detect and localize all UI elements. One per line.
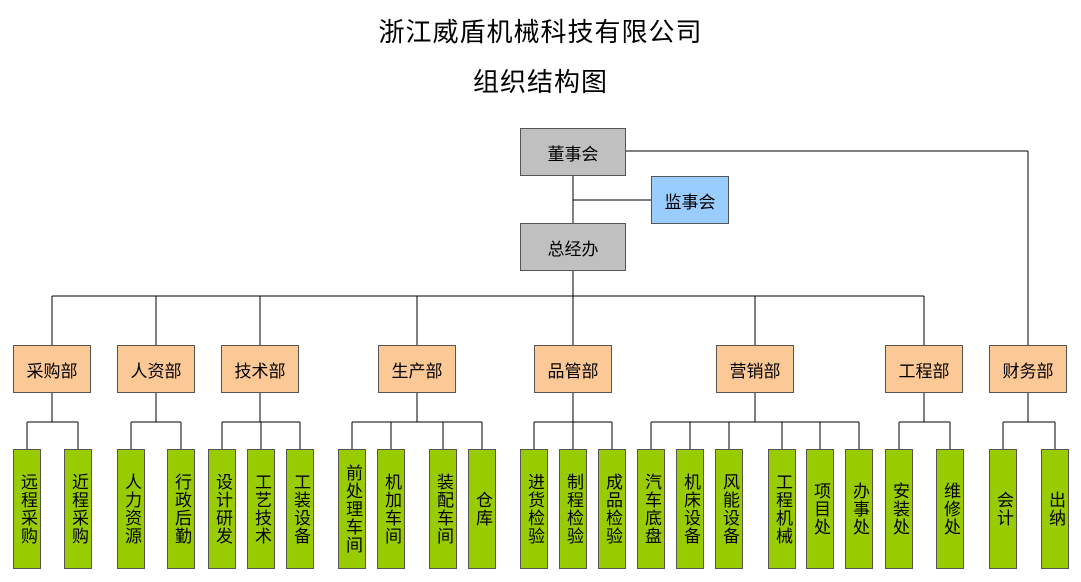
- unit-box[interactable]: 设计研发: [208, 449, 236, 569]
- department-box[interactable]: 营销部: [716, 345, 794, 393]
- department-box[interactable]: 生产部: [378, 345, 456, 393]
- unit-box[interactable]: 行政后勤: [167, 449, 195, 569]
- chart-subtitle: 组织结构图: [472, 68, 608, 98]
- department-box[interactable]: 财务部: [989, 345, 1067, 393]
- unit-box[interactable]: 制程检验: [559, 449, 587, 569]
- unit-box[interactable]: 汽车底盘: [637, 449, 665, 569]
- page-title: 浙江威盾机械科技有限公司: [378, 18, 703, 48]
- general-manager-office-box[interactable]: 总经办: [520, 223, 626, 271]
- unit-box[interactable]: 近程采购: [64, 449, 92, 569]
- unit-box[interactable]: 成品检验: [598, 449, 626, 569]
- unit-box[interactable]: 远程采购: [13, 449, 41, 569]
- board-of-directors-box[interactable]: 董事会: [520, 128, 626, 176]
- department-box[interactable]: 采购部: [13, 345, 91, 393]
- department-box[interactable]: 技术部: [221, 345, 299, 393]
- unit-box[interactable]: 项目处: [806, 449, 834, 569]
- department-box[interactable]: 人资部: [117, 345, 195, 393]
- department-box[interactable]: 工程部: [885, 345, 963, 393]
- unit-box[interactable]: 工程机械: [768, 449, 796, 569]
- unit-box[interactable]: 人力资源: [117, 449, 145, 569]
- unit-box[interactable]: 前处理车间: [338, 449, 366, 569]
- unit-box[interactable]: 会计: [989, 449, 1017, 569]
- unit-box[interactable]: 仓库: [468, 449, 496, 569]
- unit-box[interactable]: 装配车间: [429, 449, 457, 569]
- unit-box[interactable]: 机床设备: [676, 449, 704, 569]
- department-box[interactable]: 品管部: [534, 345, 612, 393]
- unit-box[interactable]: 出纳: [1041, 449, 1069, 569]
- unit-box[interactable]: 机加车间: [377, 449, 405, 569]
- unit-box[interactable]: 进货检验: [520, 449, 548, 569]
- unit-box[interactable]: 办事处: [845, 449, 873, 569]
- unit-box[interactable]: 工装设备: [286, 449, 314, 569]
- supervisory-board-box[interactable]: 监事会: [651, 176, 729, 224]
- unit-box[interactable]: 风能设备: [715, 449, 743, 569]
- unit-box[interactable]: 维修处: [936, 449, 964, 569]
- unit-box[interactable]: 工艺技术: [247, 449, 275, 569]
- unit-box[interactable]: 安装处: [885, 449, 913, 569]
